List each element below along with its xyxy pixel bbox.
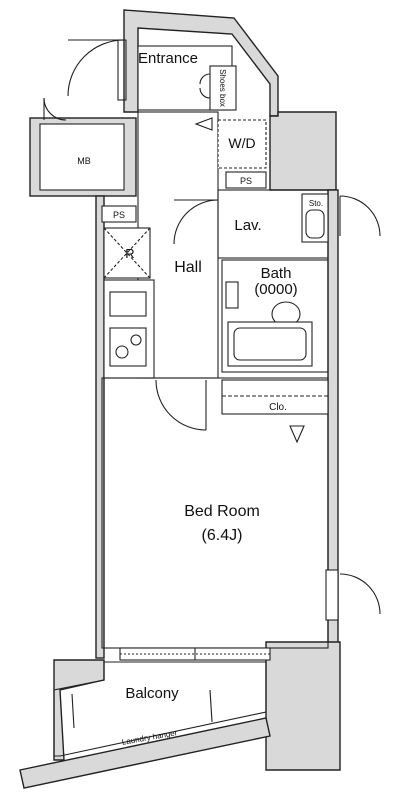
wall-right-top xyxy=(269,111,337,191)
wall-left xyxy=(95,195,105,659)
window-swing-arc xyxy=(339,573,381,615)
mb-area: MB xyxy=(39,97,125,191)
wd-area: W/D xyxy=(217,119,267,169)
lav-door-arc xyxy=(173,199,219,245)
shoes-box-door-arc xyxy=(199,73,211,85)
bath-sub-label: (0000) xyxy=(254,281,297,298)
burner-2 xyxy=(130,334,142,346)
laundry-hanger-post-1 xyxy=(71,693,75,729)
bathtub-inner xyxy=(233,327,307,361)
kitchen-area: R xyxy=(103,227,155,379)
sink-basin xyxy=(305,209,325,239)
closet-area: Clo. xyxy=(221,379,329,444)
balcony-area: Balcony Laundry hanger xyxy=(19,661,271,789)
wall-bottom-right xyxy=(265,641,341,771)
ps-top-box xyxy=(225,171,267,189)
hall-marker xyxy=(194,117,213,131)
bedroom-area: Bed Room (6.4J) xyxy=(101,377,381,661)
entrance-area: Shoes box Entrance xyxy=(67,39,237,111)
bedroom-door-arc xyxy=(155,379,207,431)
balcony-outline xyxy=(53,661,267,757)
wd-box xyxy=(217,119,267,169)
mb-box xyxy=(39,123,125,191)
wall-balcony-left xyxy=(53,659,105,761)
lav-label: Lav. xyxy=(234,217,261,234)
closet-marker xyxy=(289,425,305,444)
wall-entrance xyxy=(123,9,279,117)
bedroom-size-label: (6.4J) xyxy=(202,527,243,544)
kitchen-sink xyxy=(109,291,147,317)
laundry-hanger-post-2 xyxy=(209,689,213,723)
mb-door-arc xyxy=(43,97,67,121)
clo-label: Clo. xyxy=(269,402,287,413)
ps-boxes: PS PS xyxy=(101,171,267,223)
bath-outline xyxy=(221,259,329,373)
ps-left-box xyxy=(101,205,137,223)
wd-label: W/D xyxy=(228,135,255,151)
hall-label: Hall xyxy=(174,259,202,276)
bath-area: Bath (0000) xyxy=(221,259,329,373)
closet-box xyxy=(221,379,329,415)
refrigerator-cross-2 xyxy=(103,227,151,279)
entrance-door-arc xyxy=(67,39,125,97)
bedroom-window xyxy=(325,569,339,621)
sto-label: Sto. xyxy=(309,199,323,208)
sto-door-arc xyxy=(339,195,381,237)
burner-1 xyxy=(115,345,129,359)
shoes-box xyxy=(209,65,237,111)
shoes-box-label: Shoes box xyxy=(218,69,227,107)
stove xyxy=(109,327,147,367)
lav-area: Lav. Sto. xyxy=(173,189,381,259)
ps-top-label: PS xyxy=(240,176,252,186)
mb-label: MB xyxy=(77,156,91,166)
balcony-label: Balcony xyxy=(125,685,179,702)
toilet-tank xyxy=(225,281,239,309)
bedroom-label: Bed Room xyxy=(184,503,260,520)
entrance-label: Entrance xyxy=(138,50,198,67)
ps-left-label: PS xyxy=(113,210,125,220)
shoes-box-door-arc-2 xyxy=(199,87,211,99)
balcony-railing xyxy=(19,717,271,789)
bath-label: Bath xyxy=(261,265,292,282)
refrigerator-cross-1 xyxy=(103,227,151,279)
refrigerator-label: R xyxy=(125,246,134,261)
